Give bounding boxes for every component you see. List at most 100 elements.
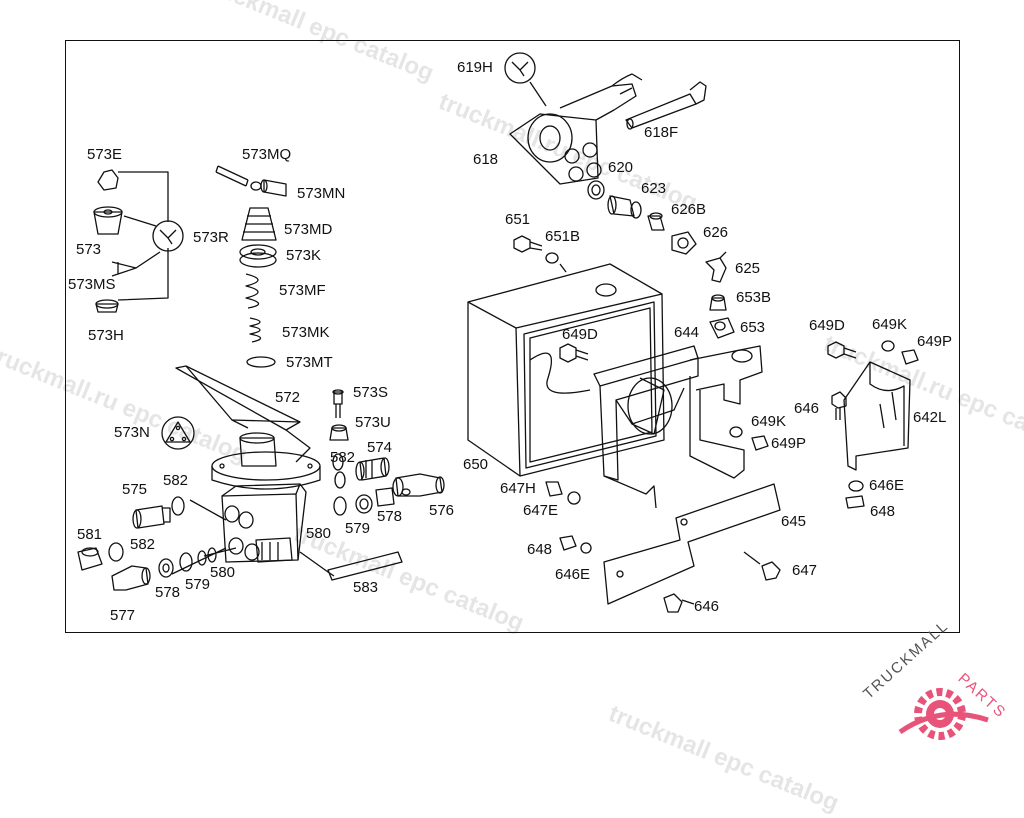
wrench-icon	[152, 220, 184, 252]
part-580	[333, 496, 347, 516]
callout-646E: 646E	[869, 477, 905, 494]
callout-573MS: 573MS	[68, 276, 116, 293]
logo-gear-icon	[898, 688, 989, 740]
part-577	[111, 565, 149, 591]
callout-581: 581	[77, 526, 103, 543]
part-581	[77, 547, 103, 571]
part-618F	[625, 93, 697, 129]
callout-649P: 649P	[771, 435, 807, 452]
callout-578: 578	[155, 584, 181, 601]
part-573MF	[245, 273, 260, 309]
callout-580: 580	[210, 564, 236, 581]
part-578	[375, 487, 395, 507]
callout-620: 620	[608, 159, 634, 176]
part-648-right	[845, 495, 865, 509]
callout-649D-right: 649D	[809, 317, 845, 334]
callout-650: 650	[463, 456, 489, 473]
part-579	[355, 494, 373, 514]
callout-625: 625	[735, 260, 761, 277]
part-573U	[329, 427, 349, 441]
part-625	[705, 257, 727, 283]
callout-578: 578	[377, 508, 403, 525]
part-626B	[647, 215, 665, 231]
part-573MN	[263, 179, 287, 197]
callout-649K-right: 649K	[872, 316, 908, 333]
callout-619H: 619H	[457, 59, 493, 76]
part-573MK	[249, 317, 262, 343]
part-626	[671, 231, 697, 255]
part-573MD	[241, 207, 277, 241]
callout-618: 618	[473, 151, 499, 168]
part-647	[761, 561, 781, 581]
wrench-icon	[504, 52, 536, 84]
callout-651B: 651B	[545, 228, 581, 245]
part-650-housing	[467, 263, 665, 477]
callout-646: 646	[694, 598, 720, 615]
part-573S	[333, 391, 343, 405]
callout-573MT: 573MT	[286, 354, 333, 371]
callout-648: 648	[527, 541, 553, 558]
callout-575: 575	[122, 481, 148, 498]
callout-582: 582	[330, 449, 356, 466]
part-646-bolt	[663, 593, 683, 613]
callout-647: 647	[792, 562, 818, 579]
callout-574: 574	[367, 439, 393, 456]
part-valve-body	[221, 493, 299, 563]
callout-649P-right: 649P	[917, 333, 953, 350]
callout-647E: 647E	[523, 502, 559, 519]
callout-653: 653	[740, 319, 766, 336]
part-651	[513, 235, 531, 253]
part-623	[609, 195, 635, 217]
part-646-bolt-right	[831, 391, 847, 409]
part-651B	[545, 252, 559, 264]
part-573E	[97, 169, 119, 191]
callout-573N: 573N	[114, 424, 150, 441]
callout-649K: 649K	[751, 413, 787, 430]
callout-582: 582	[163, 472, 189, 489]
part-642L	[843, 361, 911, 471]
callout-626: 626	[703, 224, 729, 241]
part-653B	[709, 297, 727, 311]
callout-618F: 618F	[644, 124, 679, 141]
callout-583: 583	[353, 579, 379, 596]
part-573MS	[111, 261, 137, 277]
diagram-frame	[65, 40, 960, 633]
callout-644: 644	[674, 324, 700, 341]
callout-573MD: 573MD	[284, 221, 333, 238]
part-583	[327, 551, 403, 581]
callout-646E: 646E	[555, 566, 591, 583]
callout-579: 579	[185, 576, 211, 593]
callout-573MN: 573MN	[297, 185, 346, 202]
callout-651: 651	[505, 211, 531, 228]
part-646E	[848, 480, 864, 492]
part-649D	[559, 343, 577, 363]
callout-642L: 642L	[913, 409, 947, 426]
callout-623: 623	[641, 180, 667, 197]
part-653	[709, 317, 735, 339]
callout-573S: 573S	[353, 384, 389, 401]
part-573K	[239, 244, 277, 260]
callout-573MQ: 573MQ	[242, 146, 292, 163]
part-573	[93, 211, 123, 235]
callout-573MK: 573MK	[282, 324, 330, 341]
part-573MQ	[215, 165, 249, 187]
callout-649D: 649D	[562, 326, 598, 343]
part-572-body	[239, 437, 277, 467]
callout-573H: 573H	[88, 327, 124, 344]
parts-line-art	[77, 52, 919, 613]
callout-573U: 573U	[355, 414, 391, 431]
callout-580: 580	[306, 525, 332, 542]
callout-653B: 653B	[736, 289, 772, 306]
callout-576: 576	[429, 502, 455, 519]
callout-572: 572	[275, 389, 301, 406]
callout-573K: 573K	[286, 247, 322, 264]
callout-645: 645	[781, 513, 807, 530]
part-648	[559, 535, 577, 551]
callout-573MF: 573MF	[279, 282, 326, 299]
part-573H	[95, 303, 119, 313]
callout-579: 579	[345, 520, 371, 537]
part-645	[603, 483, 781, 605]
callout-626B: 626B	[671, 201, 707, 218]
callout-582: 582	[130, 536, 156, 553]
